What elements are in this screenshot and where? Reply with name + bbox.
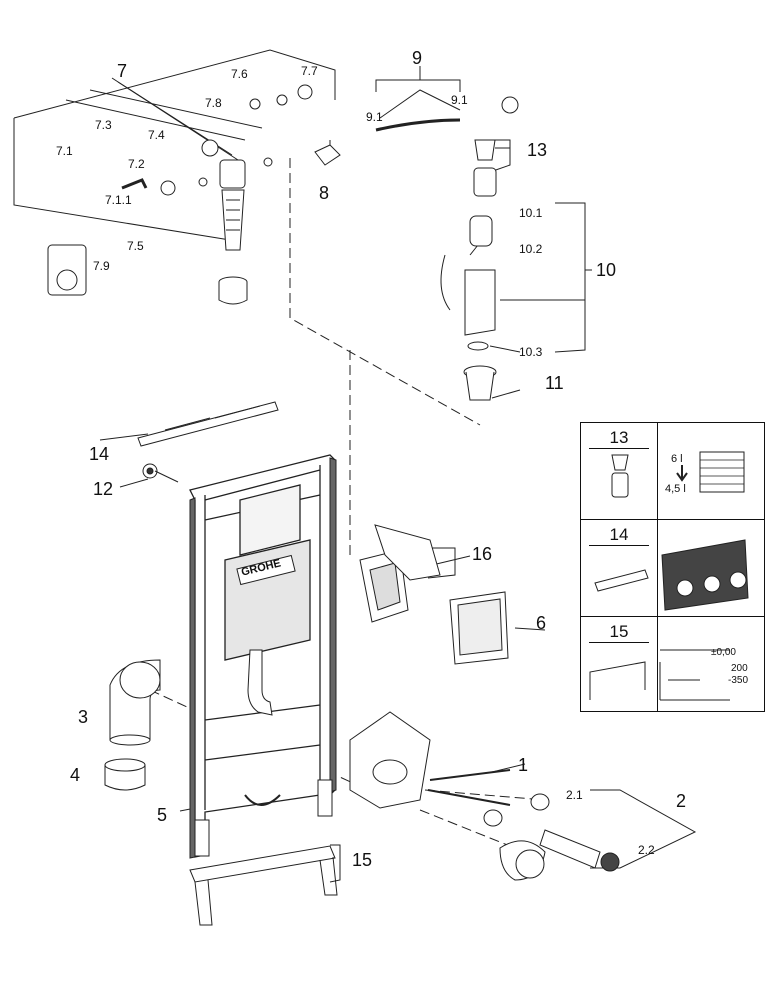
table-row13-volume-bottom: 4,5 l [665, 483, 686, 495]
callout-16: 16 [472, 544, 493, 564]
callout-15: 15 [352, 850, 373, 870]
part-1-wall-connector [349, 711, 511, 809]
table-row-divider-2 [581, 616, 764, 617]
table-divider [657, 423, 658, 711]
callout-13: 13 [527, 140, 548, 160]
callout-8: 8 [319, 183, 330, 203]
part-16-protective-cover [359, 524, 441, 623]
table-row14-underline [589, 545, 649, 546]
part-8-bracket [314, 144, 341, 166]
callout-7-8: 7.8 [205, 96, 222, 110]
part-9-fitting [501, 96, 519, 114]
callout-11: 11 [545, 373, 564, 393]
part-13-sleeve [473, 139, 497, 197]
group-10-bracket [554, 202, 592, 353]
callout-7-3: 7.3 [95, 118, 112, 132]
part-7-small-parts [121, 84, 313, 196]
callout-9-1-left: 9.1 [366, 110, 383, 124]
callout-2-1: 2.1 [566, 788, 583, 802]
callout-7-7: 7.7 [301, 64, 318, 78]
callout-5: 5 [157, 805, 168, 825]
group-16-bracket [427, 547, 456, 579]
callout-7-1-1: 7.1.1 [105, 193, 132, 207]
table-row13-volume-top: 6 l [671, 453, 683, 465]
frame-left-rail [189, 497, 196, 859]
callout-7: 7 [117, 61, 128, 81]
part-7-5-float [218, 276, 248, 305]
callout-7-2: 7.2 [128, 157, 145, 171]
part-15-floor-stand [189, 845, 338, 926]
callout-9-1-right: 9.1 [451, 93, 468, 107]
table-row13-underline [589, 448, 649, 449]
callout-14: 14 [89, 444, 110, 464]
callout-2-2: 2.2 [638, 843, 655, 857]
table-row13-label: 13 [609, 428, 629, 447]
part-11-outlet [463, 365, 497, 401]
table-row-divider-1 [581, 519, 764, 520]
callout-7-1: 7.1 [56, 144, 73, 158]
callout-7-5: 7.5 [127, 239, 144, 253]
frame-foot-left [194, 819, 210, 857]
callout-7-9: 7.9 [93, 259, 110, 273]
group-9-bracket [375, 66, 461, 119]
callout-10-2: 10.2 [519, 242, 543, 256]
table-row15-label: 15 [609, 622, 629, 641]
part-9-hose [375, 118, 461, 132]
part-14-mounting-rails [137, 401, 279, 447]
callout-10-1: 10.1 [519, 206, 543, 220]
part-10-flush-valve [440, 215, 496, 351]
table-row14-icons [594, 539, 749, 611]
callout-12: 12 [93, 479, 114, 499]
table-row15-zero: ±0,00 [711, 647, 736, 658]
part-5-clip [244, 794, 281, 806]
table-row15-200: 200 [731, 663, 748, 674]
table-row15-icons [589, 649, 730, 701]
flush-pipe [247, 649, 273, 716]
table-row15-underline [589, 642, 649, 643]
part-12-wall-anchor [142, 463, 179, 483]
callout-9: 9 [412, 48, 423, 68]
callout-7-4: 7.4 [148, 128, 165, 142]
brand-badge [236, 554, 296, 586]
table-row13-icons [611, 451, 745, 498]
group-13-bracket [489, 139, 511, 173]
callout-3: 3 [78, 707, 89, 727]
table-row14-label: 14 [609, 525, 629, 544]
callout-10: 10 [596, 260, 617, 280]
callout-1: 1 [518, 755, 529, 775]
callout-7-6: 7.6 [231, 67, 248, 81]
part-7-fill-valve [219, 159, 246, 251]
frame-foot-right [317, 779, 333, 817]
callout-10-3: 10.3 [519, 345, 543, 359]
detail-table: 13 6 l 4,5 l 14 15 ±0,00 200 -350 [580, 422, 765, 712]
table-row15-350: -350 [728, 675, 749, 686]
group-7-outline [13, 49, 336, 241]
part-7-9-bag [47, 244, 87, 296]
part-4-seal [104, 758, 146, 791]
callout-2: 2 [676, 791, 687, 811]
part-6-actuator-box [449, 591, 509, 665]
frame-right-rail [329, 457, 337, 793]
callout-6: 6 [536, 613, 547, 633]
callout-4: 4 [70, 765, 81, 785]
group-15-bracket [329, 844, 341, 883]
part-3-pan-connector-bend [109, 659, 161, 746]
part-2-pipes [483, 793, 620, 881]
